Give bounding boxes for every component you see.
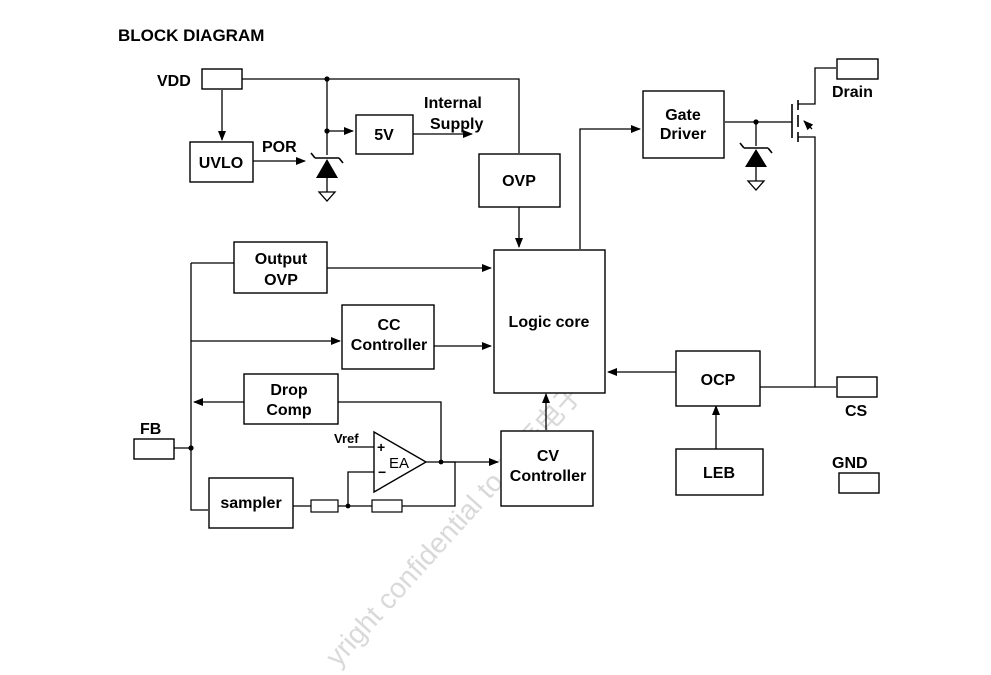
cv-controller-label-line2: Controller: [510, 468, 586, 485]
ea-to-drop-comp-wire: [338, 401, 442, 462]
drain-pin-label: Drain: [832, 84, 873, 101]
fb-bus: [190, 263, 208, 511]
leb-label: LEB: [703, 465, 735, 482]
cc-controller-label-line1: CC: [377, 317, 401, 334]
five-volt-label: 5V: [374, 127, 394, 144]
logic-to-gate-wire: [579, 125, 641, 249]
sampler-label: sampler: [220, 495, 281, 512]
gate-driver-block: [642, 90, 725, 159]
fb-pin-label: FB: [140, 421, 161, 438]
junction-dot: [324, 76, 330, 82]
drain-pin-box: [836, 58, 879, 80]
ground-icon: [317, 191, 337, 202]
ovp-block: [478, 153, 561, 208]
cv-controller-label-line1: CV: [537, 448, 560, 465]
por-label: POR: [262, 139, 297, 156]
cv-controller-block: [500, 430, 594, 507]
cs-pin-label: CS: [845, 403, 868, 420]
logic-core-label: Logic core: [509, 314, 590, 331]
ea-feedback-wire: [402, 461, 456, 507]
drop-comp-block: [243, 373, 339, 425]
cc-controller-block: [341, 304, 435, 370]
internal-supply-label-line2: Supply: [430, 116, 483, 133]
cs-pin-box: [836, 376, 878, 398]
error-amplifier-icon: [373, 430, 428, 494]
ea-minus-label: −: [378, 464, 386, 480]
diagram-title: BLOCK DIAGRAM: [118, 26, 264, 45]
gate-driver-label-line2: Driver: [660, 126, 706, 143]
ea-minus-wire: [347, 471, 374, 506]
output-ovp-label-line2: OVP: [264, 272, 298, 289]
fb-pin-box: [133, 438, 175, 460]
junction-dot: [188, 445, 194, 451]
zener-diode-icon: [739, 142, 773, 181]
gnd-pin-label: GND: [832, 455, 868, 472]
resistor-icon: [310, 499, 339, 513]
vref-label: Vref: [334, 431, 359, 446]
junction-dot: [345, 503, 351, 509]
ocp-block: [675, 350, 761, 407]
drop-comp-label-line1: Drop: [270, 382, 308, 399]
vdd-pin-label: VDD: [157, 73, 191, 90]
zener-diode-icon: [310, 152, 344, 192]
cc-controller-label-line2: Controller: [351, 337, 427, 354]
five-volt-block: [355, 114, 414, 155]
drop-comp-label-line2: Comp: [266, 402, 312, 419]
ovp-label: OVP: [502, 173, 536, 190]
watermark: yright confidential to 东辰电子: [319, 377, 589, 672]
vdd-bus: [242, 78, 520, 153]
ground-icon: [746, 180, 766, 191]
uvlo-label: UVLO: [199, 155, 243, 172]
logic-core-block: [493, 249, 606, 394]
ocp-label: OCP: [701, 372, 736, 389]
gate-driver-label-line1: Gate: [665, 107, 701, 124]
leb-block: [675, 448, 764, 496]
internal-supply-label-line1: Internal: [424, 95, 482, 112]
resistor-icon: [371, 499, 403, 513]
sampler-block: [208, 477, 294, 529]
output-ovp-label-line1: Output: [255, 251, 308, 268]
uvlo-block: [189, 141, 254, 183]
vdd-pin-box: [201, 68, 243, 90]
output-ovp-block: [233, 241, 328, 294]
ea-plus-label: +: [377, 439, 385, 455]
mosfet-icon: [791, 67, 836, 388]
gnd-pin-box: [838, 472, 880, 494]
ea-label: EA: [389, 455, 409, 472]
